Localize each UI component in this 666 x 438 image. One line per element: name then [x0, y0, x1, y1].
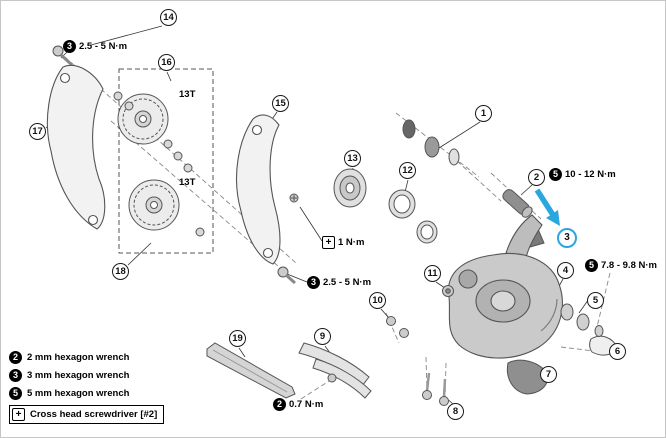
callout-15: 15 [272, 95, 289, 112]
hex-wrench-3-icon: 3 [63, 40, 76, 53]
part-cage-screw [327, 373, 337, 383]
part-cover-screws [422, 372, 449, 406]
callout-9: 9 [314, 328, 331, 345]
part-axle-bolt [502, 189, 533, 218]
part-outer-plate [46, 65, 106, 230]
torque-spec-screwdriver: + 1 N·m [322, 236, 364, 249]
callout-16: 16 [158, 54, 175, 71]
legend-item-cross-head-screwdriver: + Cross head screwdriver [#2] [9, 405, 165, 424]
legend-item-2mm-hex: 2 2 mm hexagon wrench [9, 350, 164, 365]
part-small-bolts [386, 316, 409, 338]
part-clutch-bolt [442, 285, 454, 297]
callout-13: 13 [344, 150, 361, 167]
part-derailleur-body [447, 214, 563, 359]
hex-wrench-5-icon: 5 [549, 168, 562, 181]
callout-4: 4 [557, 262, 574, 279]
part-ring-bushing [388, 189, 438, 244]
torque-value: 2.5 - 5 N·m [79, 41, 128, 52]
part-pulley-bolts [113, 91, 205, 237]
callout-19: 19 [229, 330, 246, 347]
part-guard-cover [506, 359, 549, 395]
torque-spec-bottom: 2 0.7 N·m [273, 398, 323, 411]
callout-1: 1 [475, 105, 492, 122]
blue-arrow [534, 188, 560, 226]
tool-legend: 2 2 mm hexagon wrench 3 3 mm hexagon wre… [9, 350, 165, 424]
callout-18: 18 [112, 263, 129, 280]
torque-spec-mid-right: 5 7.8 - 9.8 N·m [585, 259, 657, 272]
legend-item-3mm-hex: 3 3 mm hexagon wrench [9, 368, 164, 383]
torque-spec-mid-left: 3 2.5 - 5 N·m [307, 276, 371, 289]
part-guard-rod [206, 342, 296, 399]
legend-item-5mm-hex: 5 5 mm hexagon wrench [9, 386, 164, 401]
pulley-bottom-teeth-label: 13T [179, 177, 196, 188]
torque-spec-top-left: 3 2.5 - 5 N·m [63, 40, 127, 53]
callout-6: 6 [609, 343, 626, 360]
callout-3-highlighted: 3 [557, 228, 577, 248]
part-bracket-axle-parts [402, 119, 460, 166]
torque-value: 2.5 - 5 N·m [323, 277, 372, 288]
part-axle-unit [560, 303, 604, 337]
callout-14: 14 [160, 9, 177, 26]
part-plate-screws [277, 193, 299, 285]
callout-11: 11 [424, 265, 441, 282]
hex-wrench-3-icon: 3 [9, 369, 22, 382]
torque-spec-top-right: 5 10 - 12 N·m [549, 168, 616, 181]
part-inner-plate [235, 114, 281, 265]
torque-value: 0.7 N·m [289, 399, 324, 410]
legend-label: 2 mm hexagon wrench [27, 352, 130, 363]
cross-head-screwdriver-icon: + [322, 236, 335, 249]
part-cover-disc [333, 168, 367, 208]
hex-wrench-2-icon: 2 [9, 351, 22, 364]
callout-17: 17 [29, 123, 46, 140]
torque-value: 10 - 12 N·m [565, 169, 616, 180]
callout-7: 7 [540, 366, 557, 383]
hex-wrench-5-icon: 5 [585, 259, 598, 272]
callout-10: 10 [369, 292, 386, 309]
legend-label: Cross head screwdriver [#2] [30, 409, 158, 420]
part-pulley-bottom [128, 179, 180, 231]
hex-wrench-2-icon: 2 [273, 398, 286, 411]
legend-label: 3 mm hexagon wrench [27, 370, 130, 381]
part-top-left-bolt [52, 45, 74, 67]
hex-wrench-5-icon: 5 [9, 387, 22, 400]
torque-value: 7.8 - 9.8 N·m [601, 260, 657, 271]
pulley-group-dashed-box [118, 68, 214, 254]
pulley-top-teeth-label: 13T [179, 89, 196, 100]
part-pulley-top [117, 93, 169, 145]
cross-head-screwdriver-icon: + [12, 408, 25, 421]
callout-5: 5 [587, 292, 604, 309]
torque-value: 1 N·m [338, 237, 365, 248]
callout-12: 12 [399, 162, 416, 179]
callout-8: 8 [447, 403, 464, 420]
hex-wrench-3-icon: 3 [307, 276, 320, 289]
legend-label: 5 mm hexagon wrench [27, 388, 130, 399]
part-cage-plates [298, 342, 372, 399]
callout-2: 2 [528, 169, 545, 186]
